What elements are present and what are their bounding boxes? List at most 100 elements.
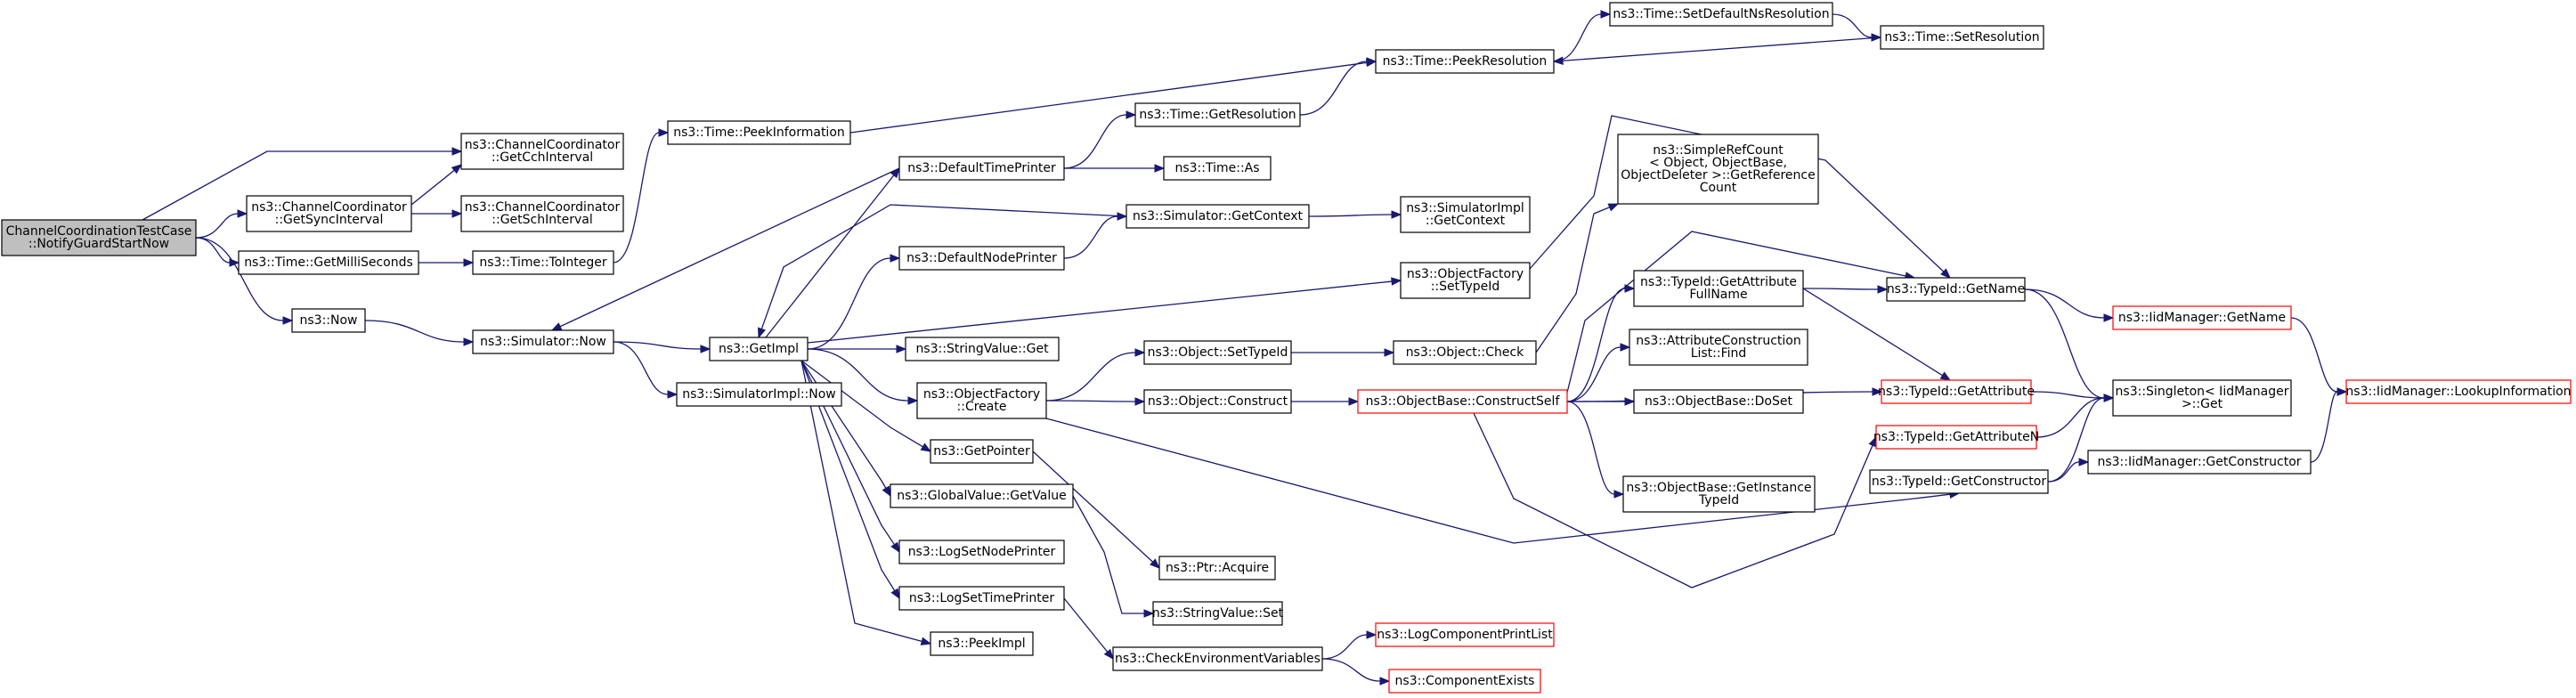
node-box <box>1880 25 2044 50</box>
node-dosget[interactable]: ns3::ObjectBase::DoSet <box>1633 389 1804 414</box>
node-label: TypeId <box>1698 493 1739 507</box>
node-box <box>1617 134 1819 205</box>
edge-simctx-to-simimplctx <box>1308 210 1402 219</box>
node-iidgetname[interactable]: ns3::IidManager::GetName <box>2112 305 2292 330</box>
node-ofsetti[interactable]: ns3::ObjectFactory::SetTypeId <box>1400 262 1531 299</box>
node-box <box>291 308 366 333</box>
node-tigetattrn[interactable]: ns3::TypeId::GetAttributeN <box>1873 425 2039 450</box>
node-box <box>246 195 412 232</box>
node-iidlookup[interactable]: ns3::IidManager::LookupInformation <box>2345 379 2572 404</box>
node-label: ns3::ChannelCoordinator <box>465 138 621 152</box>
node-label: ns3::PeekImpl <box>938 637 1025 651</box>
node-box <box>930 439 1034 464</box>
node-defnp[interactable]: ns3::DefaultNodePrinter <box>898 246 1065 271</box>
node-cev[interactable]: ns3::CheckEnvironmentVariables <box>1112 646 1323 671</box>
node-simimplctx[interactable]: ns3::SimulatorImpl::GetContext <box>1400 196 1531 233</box>
edge-gafn-to-tigetname <box>1802 285 1889 294</box>
node-srcount[interactable]: ns3::SimpleRefCount< Object, ObjectBase,… <box>1617 134 1819 205</box>
node-sch[interactable]: ns3::ChannelCoordinator::GetSchInterval <box>460 195 624 232</box>
edge-simctx-to-getimpl <box>758 204 1127 339</box>
edge-obcs-to-obgit <box>1566 401 1625 499</box>
node-box <box>2345 379 2572 404</box>
node-label: List::Find <box>1691 346 1747 361</box>
node-label: ns3::DefaultNodePrinter <box>906 251 1057 265</box>
node-tigetattr[interactable]: ns3::TypeId::GetAttribute <box>1878 379 2035 404</box>
node-simnow[interactable]: ns3::Simulator::Now <box>472 329 614 354</box>
edge-deftp-to-timeas <box>1064 164 1166 173</box>
node-tigetname[interactable]: ns3::TypeId::GetName <box>1886 277 2026 302</box>
node-gvget[interactable]: ns3::GlobalValue::GetValue <box>890 483 1074 508</box>
edge-ofsetti-to-tigetname <box>1529 115 1951 279</box>
node-lsnp[interactable]: ns3::LogSetNodePrinter <box>898 540 1065 564</box>
node-objcons[interactable]: ns3::Object::Construct <box>1143 389 1292 414</box>
node-ofcreate[interactable]: ns3::ObjectFactory::Create <box>916 382 1047 419</box>
node-box <box>1633 270 1804 307</box>
node-label: ns3::GetPointer <box>933 444 1030 459</box>
node-ptracq[interactable]: ns3::Ptr::Acquire <box>1158 556 1276 580</box>
node-box <box>472 329 614 354</box>
node-label: ns3::Simulator::GetContext <box>1133 209 1304 223</box>
node-objcheck[interactable]: ns3::Object::Check <box>1393 340 1537 365</box>
node-setti[interactable]: ns3::Object::SetTypeId <box>1143 340 1292 365</box>
edge-getimpl-to-peekimpl <box>800 360 932 645</box>
node-root[interactable]: ChannelCoordinationTestCase::NotifyGuard… <box>1 219 197 256</box>
node-setdef[interactable]: ns3::Time::SetDefaultNsResolution <box>1609 2 1833 27</box>
node-cch[interactable]: ns3::ChannelCoordinator::GetCchInterval <box>460 133 624 170</box>
node-label: ns3::ObjectFactory <box>923 387 1040 402</box>
node-millis[interactable]: ns3::Time::GetMilliSeconds <box>238 250 419 275</box>
node-deftp[interactable]: ns3::DefaultTimePrinter <box>898 156 1065 181</box>
node-box <box>898 156 1065 181</box>
node-peekres[interactable]: ns3::Time::PeekResolution <box>1375 49 1555 74</box>
node-compex[interactable]: ns3::ComponentExists <box>1388 669 1541 694</box>
node-obcs[interactable]: ns3::ObjectBase::ConstructSelf <box>1357 389 1568 414</box>
node-box <box>1 219 197 256</box>
node-peekimpl[interactable]: ns3::PeekImpl <box>930 631 1034 656</box>
edge-defnp-to-simctx <box>1063 212 1128 259</box>
node-box <box>890 483 1074 508</box>
node-simimplnow[interactable]: ns3::SimulatorImpl::Now <box>676 382 842 407</box>
node-setres[interactable]: ns3::Time::SetResolution <box>1880 25 2044 50</box>
node-label: ns3::Time::GetMilliSeconds <box>244 256 413 270</box>
node-label: ns3::TypeId::GetAttributeN <box>1873 430 2039 444</box>
node-box <box>1393 340 1537 365</box>
node-iidgetcons[interactable]: ns3::IidManager::GetConstructor <box>2087 450 2312 475</box>
node-box <box>1143 340 1292 365</box>
edge-ofcreate-to-setti <box>1045 348 1146 402</box>
node-sync[interactable]: ns3::ChannelCoordinator::GetSyncInterval <box>246 195 412 232</box>
node-box <box>1158 556 1276 580</box>
node-timeas[interactable]: ns3::Time::As <box>1163 156 1272 181</box>
node-box <box>2087 450 2312 475</box>
node-singleton[interactable]: ns3::Singleton< IidManager>::Get <box>2112 379 2292 417</box>
edge-simnow-to-simimplnow <box>613 341 679 399</box>
node-box <box>667 120 851 145</box>
node-now[interactable]: ns3::Now <box>291 308 366 333</box>
node-peekinfo[interactable]: ns3::Time::PeekInformation <box>667 120 851 145</box>
node-label: ::GetCchInterval <box>492 150 593 165</box>
node-label: ns3::Time::SetDefaultNsResolution <box>1613 7 1829 21</box>
edge-ofcreate-to-objcons <box>1045 397 1146 406</box>
edge-obcs-to-gafn <box>1566 284 1636 402</box>
node-lcpl[interactable]: ns3::LogComponentPrintList <box>1375 622 1555 647</box>
node-strget[interactable]: ns3::StringValue::Get <box>905 337 1060 361</box>
node-tigetcons[interactable]: ns3::TypeId::GetConstructor <box>1869 469 2049 494</box>
edge-getimpl-to-defnp <box>807 254 901 350</box>
node-box <box>916 382 1047 419</box>
edge-deftp-to-getres <box>1063 110 1137 169</box>
node-simctx[interactable]: ns3::Simulator::GetContext <box>1125 204 1310 229</box>
edge-now-to-simnow <box>364 320 475 346</box>
node-getimpl[interactable]: ns3::GetImpl <box>709 337 809 361</box>
node-toint[interactable]: ns3::Time::ToInteger <box>472 250 614 275</box>
node-label: ns3::ObjectBase::GetInstance <box>1626 481 1811 495</box>
node-getptr[interactable]: ns3::GetPointer <box>930 439 1034 464</box>
node-getres[interactable]: ns3::Time::GetResolution <box>1134 102 1301 127</box>
node-lstp[interactable]: ns3::LogSetTimePrinter <box>898 586 1065 611</box>
edge-setti-to-objcheck <box>1290 348 1395 357</box>
edge-millis-to-toint <box>418 258 475 267</box>
node-label: ::GetSchInterval <box>492 213 592 227</box>
node-strset[interactable]: ns3::StringValue::Set <box>1152 601 1284 626</box>
node-label: ::SetTypeId <box>1431 280 1500 294</box>
